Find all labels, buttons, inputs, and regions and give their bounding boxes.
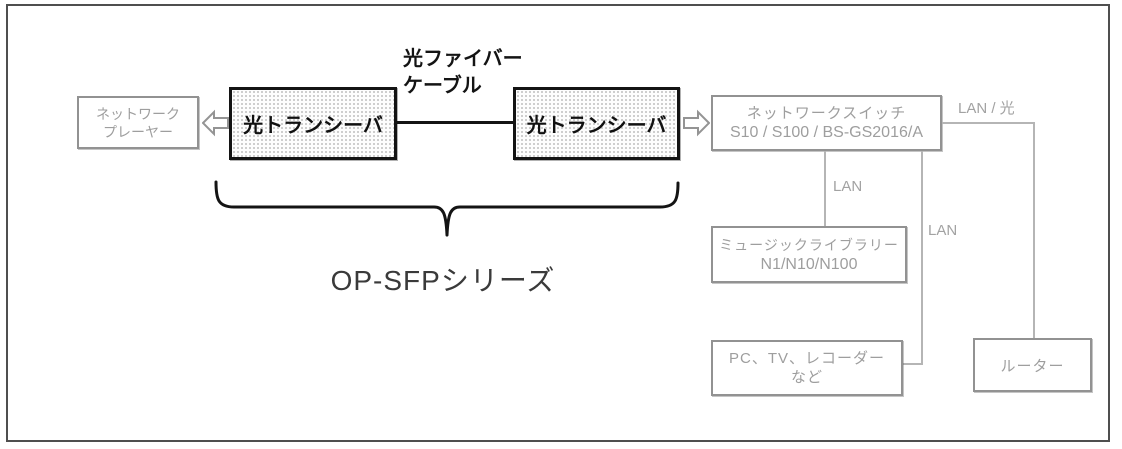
pc-tv-recorder-box: PC、TV、レコーダー など <box>711 340 903 396</box>
cable-label-line2: ケーブル <box>403 75 482 97</box>
series-label: OP-SFPシリーズ <box>330 265 556 296</box>
music-library-box: ミュージックライブラリー N1/N10/N100 <box>711 226 907 283</box>
wire-switch-to-pc-horizontal <box>903 363 923 365</box>
arrow-left-icon <box>202 109 229 137</box>
optical-transceiver-left-box: 光トランシーバ <box>229 87 397 160</box>
network-player-label-line1: ネットワーク <box>96 105 180 122</box>
wire-label-lan-hikari: LAN / 光 <box>958 100 1015 117</box>
network-switch-box: ネットワークスイッチ S10 / S100 / BS-GS2016/A <box>711 95 942 151</box>
optical-transceiver-left-label: 光トランシーバ <box>243 115 383 137</box>
optical-transceiver-right-box: 光トランシーバ <box>513 87 680 160</box>
wire-switch-to-router-vertical <box>1033 122 1035 338</box>
router-label: ルーター <box>1000 357 1065 375</box>
network-player-label-line2: プレーヤー <box>103 123 173 140</box>
wire-switch-to-pc-vertical <box>921 151 923 365</box>
wire-switch-to-router-horizontal <box>942 122 1035 124</box>
wire-label-lan-1: LAN <box>833 178 863 195</box>
wire-switch-to-music-library <box>824 151 826 226</box>
pc-tv-recorder-label-line2: など <box>790 369 823 386</box>
wire-label-lan-2: LAN <box>928 222 958 239</box>
pc-tv-recorder-label-line1: PC、TV、レコーダー <box>728 350 885 367</box>
optical-transceiver-right-label: 光トランシーバ <box>526 115 667 137</box>
diagram-outer-frame <box>6 4 1110 442</box>
network-switch-label-line1: ネットワークスイッチ <box>746 104 907 122</box>
network-player-box: ネットワーク プレーヤー <box>77 96 199 149</box>
music-library-label-line2: N1/N10/N100 <box>760 255 858 273</box>
brace-icon <box>214 180 680 237</box>
cable-label-line1: 光ファイバー <box>403 48 523 70</box>
network-switch-label-line2: S10 / S100 / BS-GS2016/A <box>729 123 923 141</box>
music-library-label-line1: ミュージックライブラリー <box>719 236 899 253</box>
router-box: ルーター <box>973 338 1092 392</box>
arrow-right-icon <box>683 109 710 137</box>
optical-fiber-cable-line <box>395 121 515 124</box>
optical-fiber-cable-label: 光ファイバー ケーブル <box>403 46 523 100</box>
